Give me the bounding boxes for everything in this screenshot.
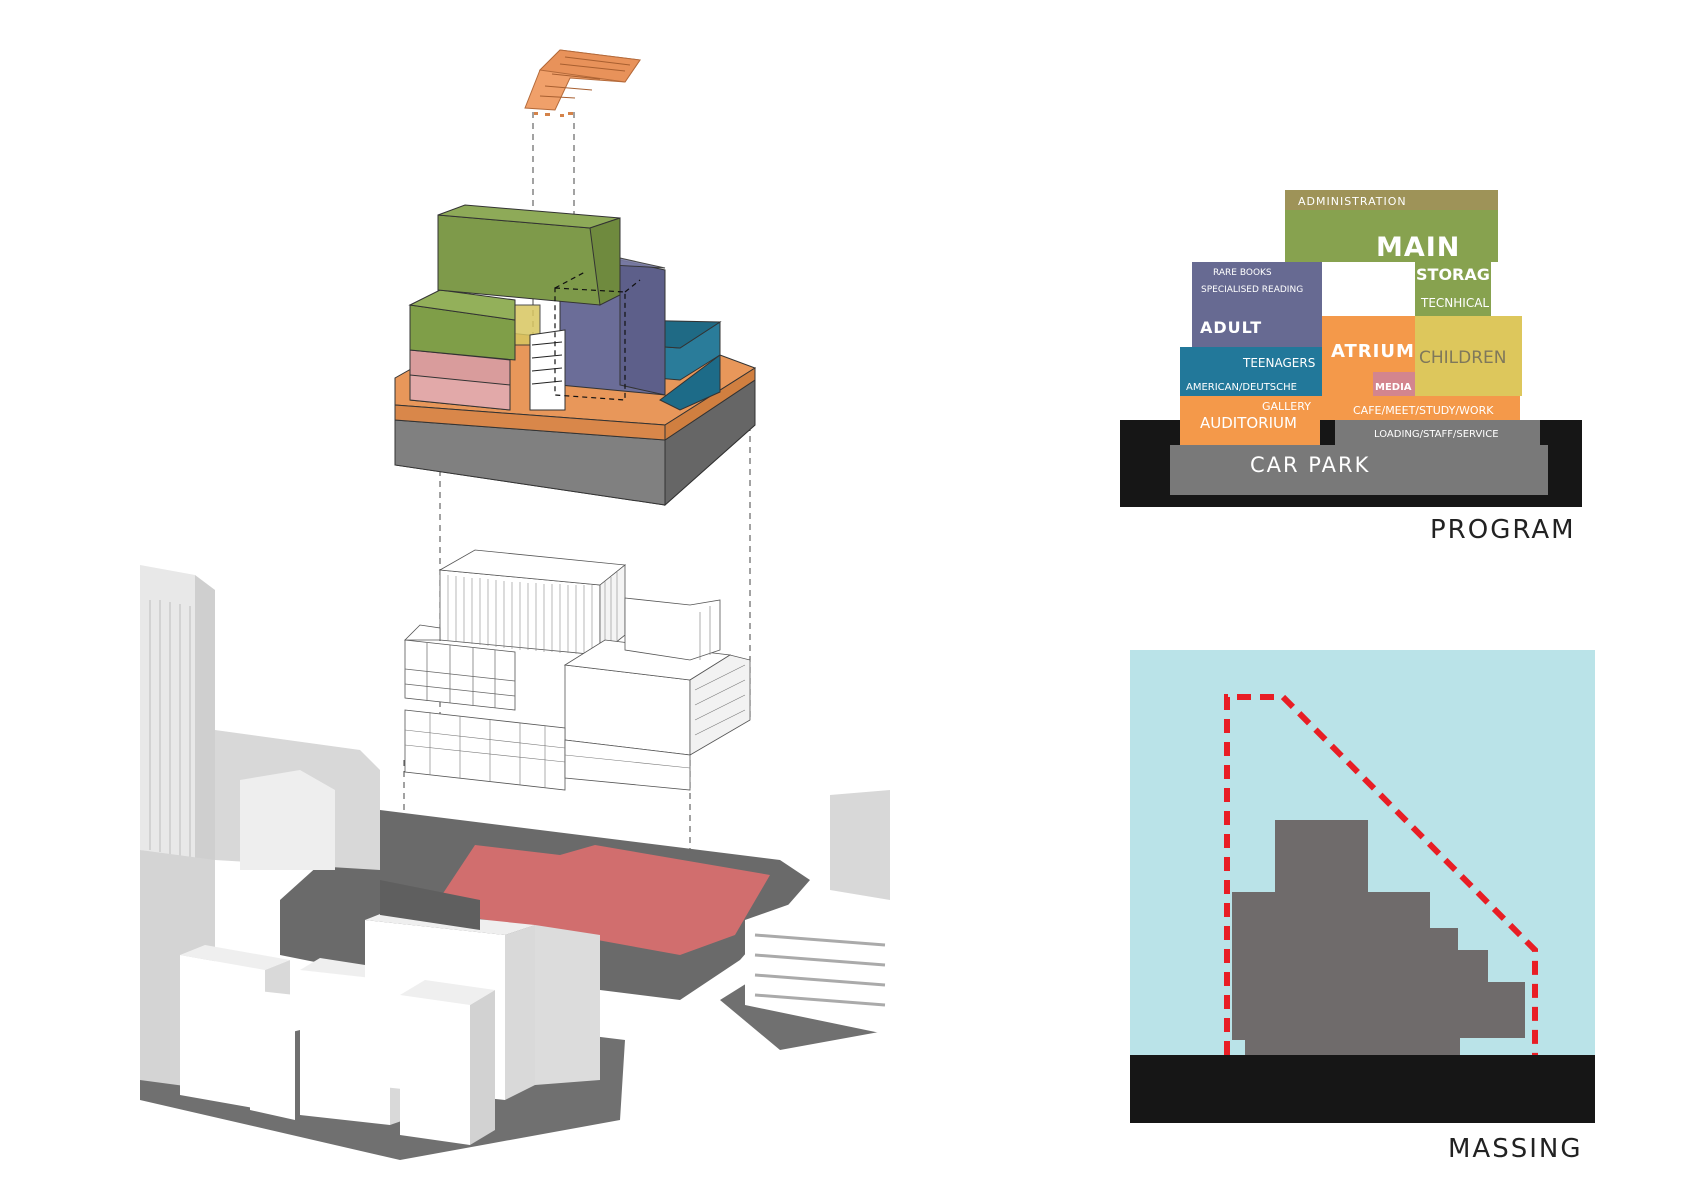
label-auditorium: AUDITORIUM xyxy=(1200,414,1297,432)
exploded-axonometric xyxy=(140,49,890,1160)
program-diagram: ADMINISTRATION MAIN STORAGE TECNHICAL RA… xyxy=(1120,190,1582,545)
label-teenagers: TEENAGERS xyxy=(1242,356,1315,370)
program-massing-model xyxy=(394,204,757,507)
massing-volume xyxy=(1232,820,1525,1055)
label-specialised-reading: SPECIALISED READING xyxy=(1201,285,1303,295)
label-cafe: CAFE/MEET/STUDY/WORK xyxy=(1353,404,1494,417)
label-administration: ADMINISTRATION xyxy=(1298,195,1407,208)
label-main: MAIN xyxy=(1376,232,1460,263)
label-american-deutsche: AMERICAN/DEUTSCHE xyxy=(1186,382,1297,393)
auditorium-block xyxy=(1180,395,1320,445)
massing-envelope xyxy=(1224,694,1538,1055)
massing-diagram: MASSING xyxy=(1130,650,1595,1164)
loading-block xyxy=(1335,420,1540,445)
teenagers-block xyxy=(1180,347,1322,396)
label-gallery: GALLERY xyxy=(1262,400,1311,413)
cafe-block xyxy=(1320,395,1520,420)
program-caption: PROGRAM xyxy=(1430,515,1576,545)
label-car-park: CAR PARK xyxy=(1250,453,1370,477)
label-media: MEDIA xyxy=(1375,382,1412,393)
city-context xyxy=(140,565,890,1160)
label-technical: TECNHICAL xyxy=(1420,296,1489,310)
children-block xyxy=(1415,316,1522,396)
site-footprint xyxy=(432,845,770,955)
building-wireframe xyxy=(404,549,751,791)
car-park-block xyxy=(1170,445,1548,495)
label-children: CHILDREN xyxy=(1419,348,1507,368)
media-block xyxy=(1373,372,1415,396)
administration-block xyxy=(1285,190,1498,210)
massing-caption: MASSING xyxy=(1448,1134,1583,1164)
roof-element xyxy=(524,49,641,117)
label-atrium: ATRIUM xyxy=(1331,341,1415,362)
label-storage: STORAGE xyxy=(1416,265,1501,284)
label-adult: ADULT xyxy=(1200,318,1262,337)
label-loading: LOADING/STAFF/SERVICE xyxy=(1374,429,1499,440)
massing-ground xyxy=(1130,1055,1595,1123)
storage-block xyxy=(1415,262,1491,316)
adult-block xyxy=(1192,262,1322,347)
label-rare-books: RARE BOOKS xyxy=(1213,268,1272,278)
